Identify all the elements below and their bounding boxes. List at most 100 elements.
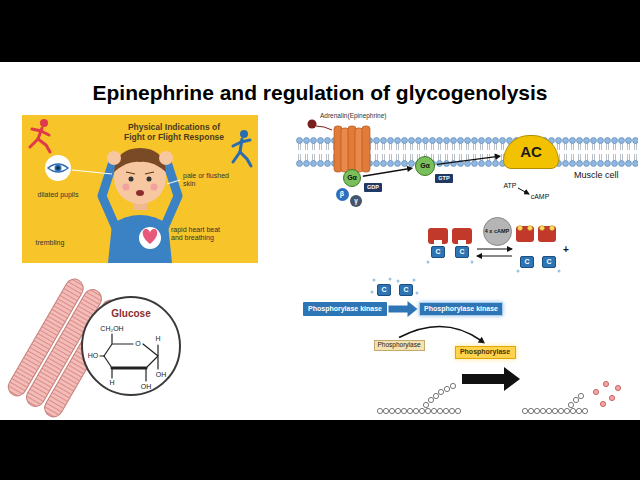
atom-label: OH — [141, 383, 152, 391]
boy-figure-part — [164, 162, 178, 228]
eye-icon-part — [45, 155, 71, 181]
label-anchor: Adrenalin(Epinephrine) — [320, 112, 387, 119]
arrow-head — [407, 166, 413, 172]
boy-figure-part — [145, 172, 154, 174]
glucose-structure-part — [100, 355, 104, 356]
catalytic-subunit: C — [377, 284, 391, 296]
phosphate-dots-part — [413, 279, 416, 282]
label-anchor: dilated pupils — [38, 191, 79, 199]
glycogen-chain-part — [443, 408, 448, 413]
glycogen-chain-short-part — [582, 408, 587, 413]
catalytic-subunit: C — [520, 256, 534, 268]
glucose-structure-part — [157, 357, 158, 369]
glucose-structure-part — [143, 344, 158, 356]
node-text: Physical Indications of Fight or Flight … — [122, 123, 226, 143]
node-text: Phosphorylase kinase — [308, 305, 382, 313]
label-anchor: H — [109, 379, 114, 387]
node-text: Gα — [420, 162, 430, 170]
atom-label: O — [135, 340, 140, 348]
epinephrine-ligand-part — [316, 126, 332, 130]
reversible-arrows — [477, 249, 512, 256]
glycogen-chain-short-part — [540, 408, 545, 413]
label-anchor: rapid heart beat and breathing — [171, 226, 231, 242]
phosphorylase-box: Phosphorylase — [374, 340, 425, 351]
node-text: C — [459, 248, 464, 256]
phosphate-dots-part — [397, 280, 400, 283]
pka-regulatory-right — [516, 226, 556, 243]
epinephrine-ligand-part — [308, 120, 317, 129]
symptom-label: rapid heart beat and breathing — [171, 226, 231, 242]
phosphate-dots-part — [558, 270, 561, 273]
title-text: Epinephrine and regulation of glycogenol… — [92, 81, 547, 105]
symptom-label: trembling — [36, 239, 65, 247]
blue-runner-part — [240, 130, 248, 138]
glycogen-chain-part — [395, 408, 400, 413]
glycogen-chain-short-part — [528, 408, 533, 413]
phosphate-dots-part — [517, 270, 520, 273]
boy-figure — [102, 148, 178, 263]
catalytic-subunit: C — [455, 246, 469, 258]
glycogen-chain-part — [450, 383, 455, 388]
symptom-label: dilated pupils — [38, 191, 79, 199]
label-anchor: OH — [156, 371, 167, 379]
reversible-arrows-part — [477, 256, 512, 257]
eye-icon-part — [48, 164, 68, 172]
glycogen-chain-short-part — [578, 393, 583, 398]
label-anchor: Muscle cell — [574, 170, 619, 180]
boy-figure-part — [114, 148, 166, 172]
symptom-label: pale or flushed skin — [183, 172, 239, 188]
glycogen-chain-part — [433, 393, 438, 398]
pka-regulatory-right-part — [516, 226, 534, 242]
node-text: γ — [354, 197, 358, 204]
label-anchor: HO — [88, 352, 99, 360]
pka-regulatory-right-part — [550, 226, 555, 231]
label-anchor: + — [563, 244, 569, 256]
label-anchor: trembling — [36, 239, 65, 247]
connector-line — [399, 326, 481, 340]
phosphate-dots-part — [416, 292, 419, 295]
glycogen-chain-short — [522, 393, 587, 413]
connector — [437, 154, 501, 165]
red-runner-part — [30, 139, 38, 147]
pka-regulatory-left-part — [458, 240, 466, 244]
glucose-zoom-circle: Glucose — [81, 296, 181, 396]
glycogen-chain-part — [389, 408, 394, 413]
catalytic-subunit: C — [542, 256, 556, 268]
connector-line — [389, 306, 410, 313]
red-runner-part — [38, 139, 50, 152]
glycogen-chain-short-part — [552, 408, 557, 413]
active-kinase-box: Phosphorylase kinase — [419, 302, 503, 316]
node-text: β — [340, 190, 344, 198]
atom-label: CH₂OH — [100, 325, 123, 333]
glycogen-chain-short-part — [564, 408, 569, 413]
label-anchor: cAMP — [531, 193, 550, 201]
glycogen-chain-short-part — [576, 408, 581, 413]
active-phosphorylase-box: Phosphorylase — [455, 346, 516, 359]
boy-figure-part — [151, 184, 158, 191]
pka-regulatory-right-part — [540, 226, 545, 231]
cell-label: Muscle cell — [574, 170, 619, 180]
phosphate-dots-part — [471, 261, 474, 264]
pka-regulatory-left-part — [428, 228, 448, 244]
catalytic-subunit: C — [399, 284, 413, 296]
glycogen-chain-part — [407, 408, 412, 413]
glycogen-chain-short-part — [568, 402, 573, 407]
red-runner-part — [40, 119, 48, 127]
glucose-structure-part — [145, 369, 146, 381]
phosphate-dots-part — [373, 279, 376, 282]
glycogen-chain-part — [401, 408, 406, 413]
glycogen-chain-part — [383, 408, 388, 413]
receptor-part — [362, 126, 370, 172]
glucose-structure-part — [157, 345, 158, 355]
boy-figure-part — [136, 190, 144, 196]
heart-icon-part — [139, 227, 161, 249]
pka-regulatory-right-part — [538, 226, 556, 242]
atom-label: HO — [88, 352, 99, 360]
camp-circle: 4 x cAMP — [483, 217, 512, 246]
blue-runner-part — [233, 152, 240, 162]
glycogen-chain-part — [437, 408, 442, 413]
phosphate-dots-part — [371, 291, 374, 294]
